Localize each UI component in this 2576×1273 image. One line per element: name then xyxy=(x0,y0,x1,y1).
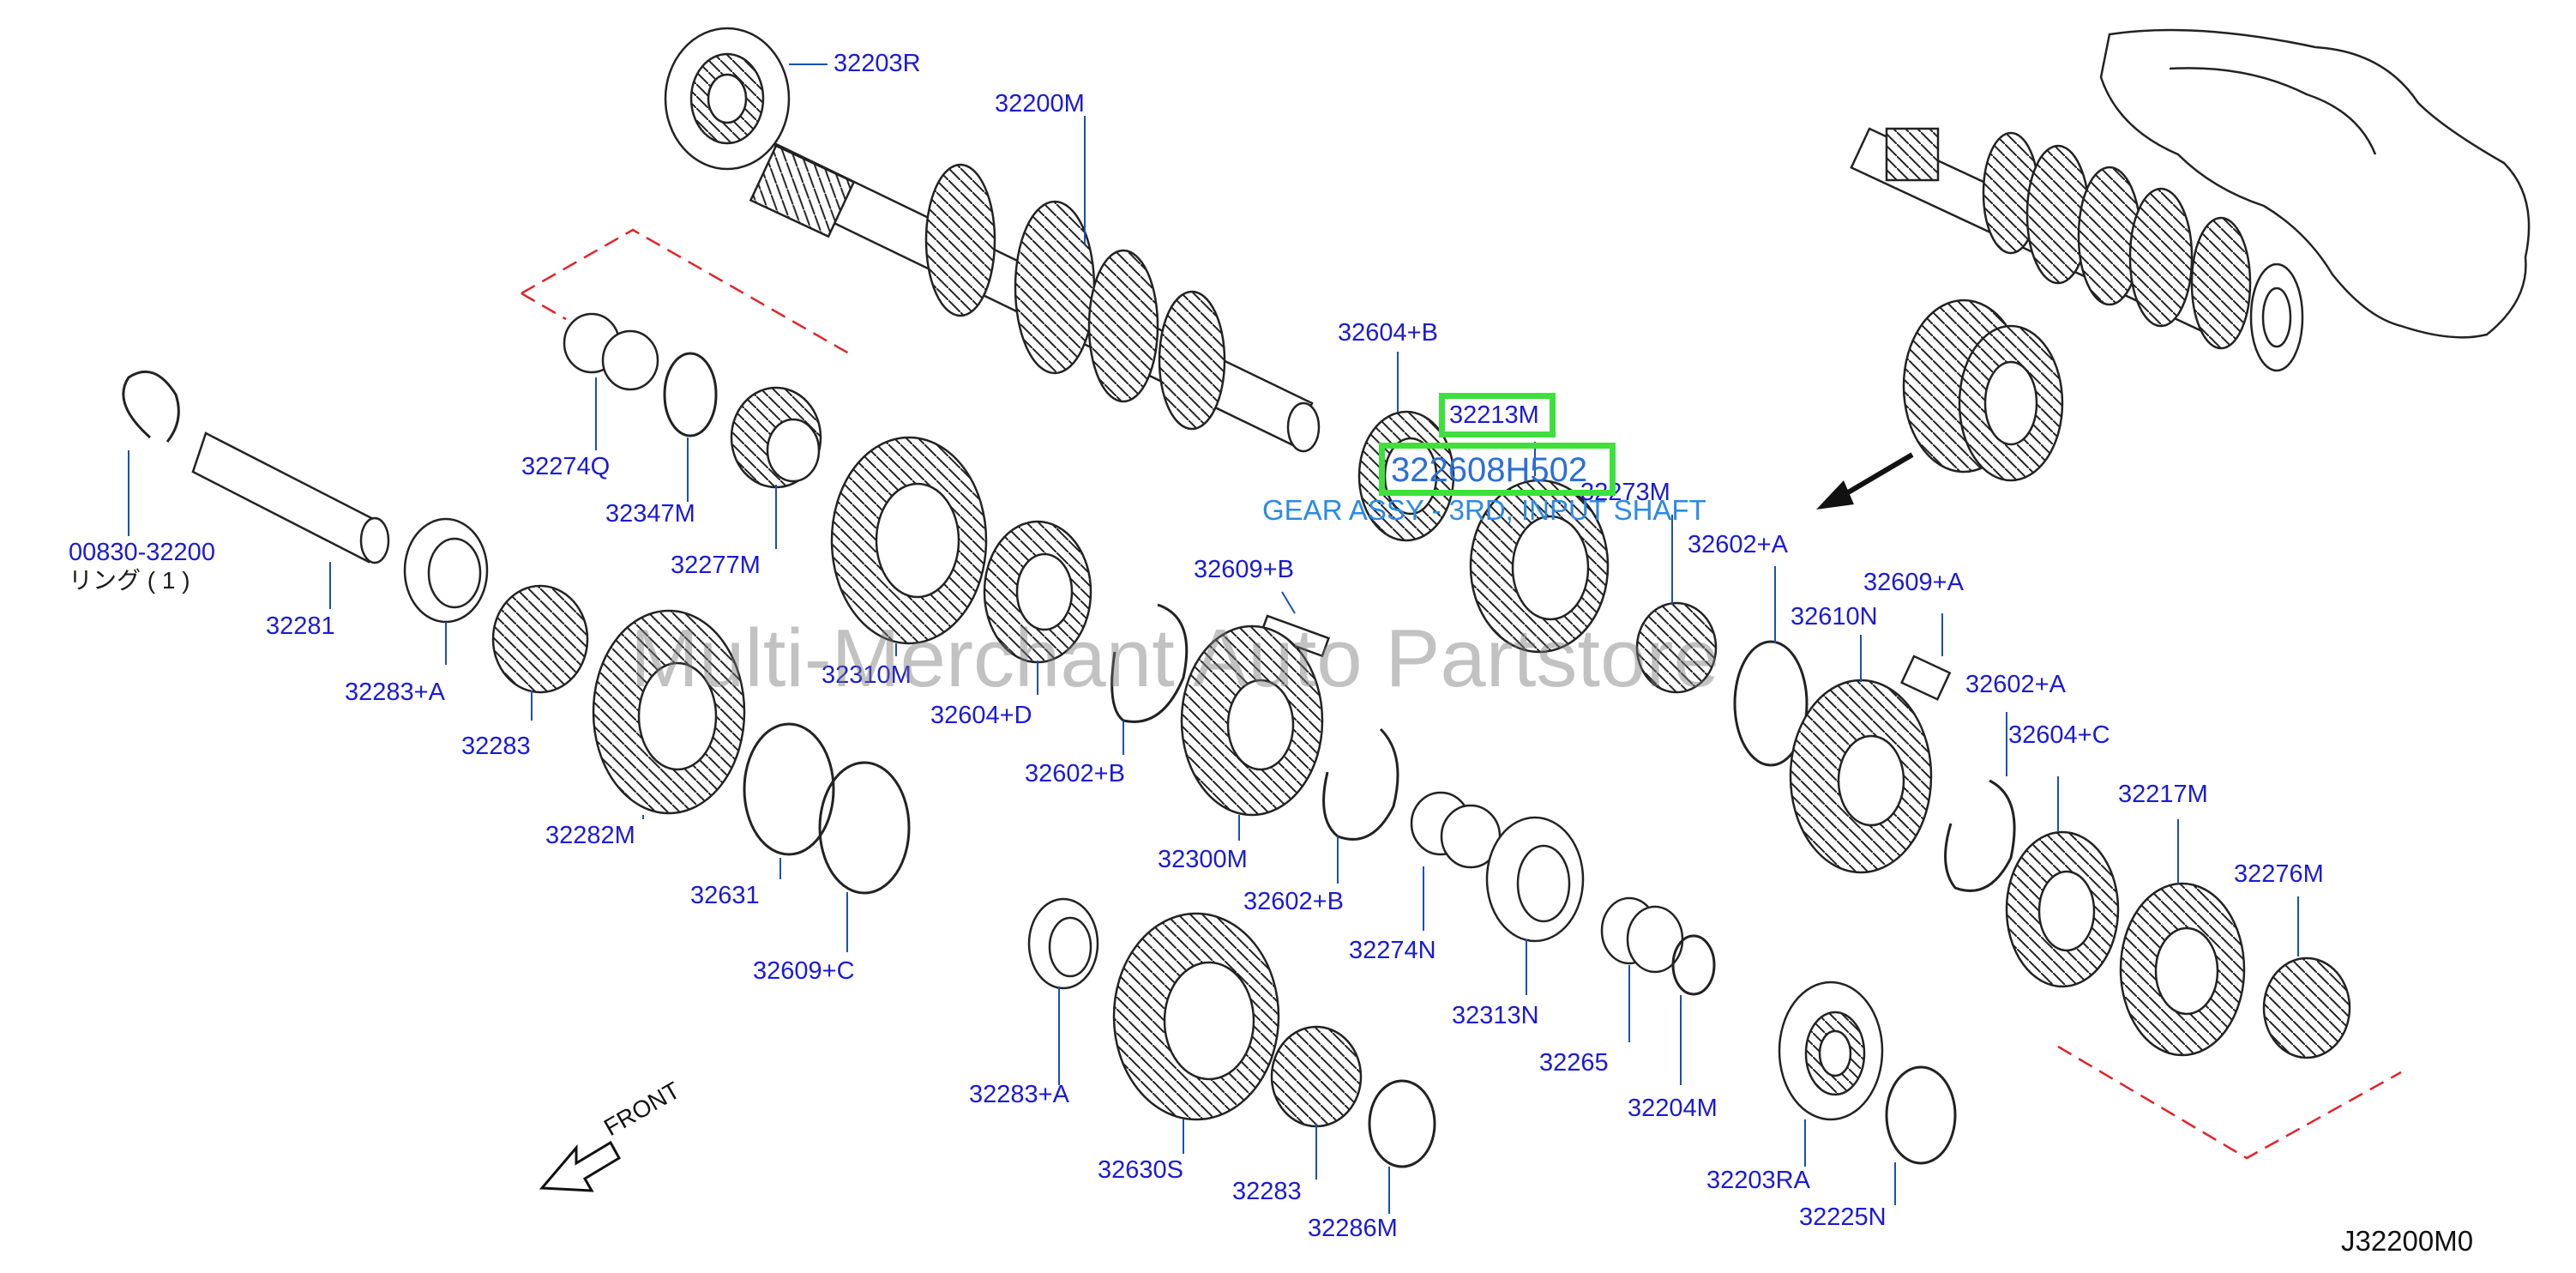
label-32609B[interactable]: 32609+B xyxy=(1194,556,1294,583)
label-32200M[interactable]: 32200M xyxy=(995,90,1085,118)
label-32283A-upper[interactable]: 32283+A xyxy=(345,679,445,706)
snap-ring-32602B-lower xyxy=(1322,727,1399,841)
sleeve-32274Q xyxy=(563,312,659,391)
label-32217M[interactable]: 32217M xyxy=(2118,781,2208,808)
label-32283A-lower[interactable]: 32283+A xyxy=(969,1081,1069,1108)
label-32286M[interactable]: 32286M xyxy=(1308,1215,1398,1242)
label-32604B[interactable]: 32604+B xyxy=(1338,319,1438,347)
label-32274N[interactable]: 32274N xyxy=(1349,937,1436,964)
washer-32225N xyxy=(1885,1065,1957,1165)
leader-lines xyxy=(128,63,2299,1214)
label-32604D[interactable]: 32604+D xyxy=(930,702,1032,729)
watermark: Multi-Merchant Auto Partstore xyxy=(630,612,1719,704)
gear-32630S xyxy=(1112,912,1280,1121)
washer-32347M xyxy=(663,352,718,437)
highlight-box-part xyxy=(1379,443,1616,496)
label-32300M[interactable]: 32300M xyxy=(1158,846,1248,873)
assembled-shaft xyxy=(1850,127,2304,482)
washer-32286M xyxy=(1368,1079,1436,1168)
label-ring-qty: リング ( 1 ) xyxy=(69,567,190,594)
label-32277M[interactable]: 32277M xyxy=(671,552,761,579)
label-32274Q[interactable]: 32274Q xyxy=(521,453,611,480)
gear-32217M xyxy=(2119,882,2246,1057)
label-32281[interactable]: 32281 xyxy=(266,612,335,640)
highlighted-part-number[interactable]: 322608H502 xyxy=(1391,451,1588,489)
label-32602B-lower[interactable]: 32602+B xyxy=(1243,888,1344,915)
label-32282M[interactable]: 32282M xyxy=(545,822,635,849)
label-32313N[interactable]: 32313N xyxy=(1452,1002,1539,1029)
front-arrow-icon xyxy=(539,1140,622,1192)
label-32610N[interactable]: 32610N xyxy=(1791,603,1878,630)
label-00830-32200[interactable]: 00830-32200 xyxy=(69,539,215,566)
label-32203R[interactable]: 32203R xyxy=(834,50,921,77)
label-32283-upper[interactable]: 32283 xyxy=(461,733,531,760)
label-32604C[interactable]: 32604+C xyxy=(2008,721,2110,749)
key-32609A xyxy=(1899,655,1952,701)
needle-bearing-32283-lower xyxy=(1270,1025,1363,1128)
hub-32604D xyxy=(983,520,1092,664)
snap-ring-32602A-lower xyxy=(1944,779,2016,892)
gear-322608H502 xyxy=(1469,479,1610,654)
needle-bearing-32276M xyxy=(2262,956,2351,1059)
input-shaft xyxy=(749,142,1321,453)
label-32204M[interactable]: 32204M xyxy=(1628,1095,1718,1122)
label-32609C[interactable]: 32609+C xyxy=(753,957,855,985)
ring-32609C xyxy=(818,761,911,895)
label-32347M[interactable]: 32347M xyxy=(605,500,695,528)
label-32203RA[interactable]: 32203RA xyxy=(1706,1167,1810,1194)
label-32283-lower[interactable]: 32283 xyxy=(1232,1178,1302,1205)
label-32276M[interactable]: 32276M xyxy=(2234,860,2324,888)
highlight-box-ref xyxy=(1439,393,1556,437)
label-32631[interactable]: 32631 xyxy=(690,882,760,909)
snap-ring-32602B-upper xyxy=(1110,603,1189,723)
direction-arrow xyxy=(1816,452,1914,510)
seal-32283A xyxy=(403,517,489,624)
diagram-code: J32200M0 xyxy=(2341,1225,2474,1257)
label-32609A[interactable]: 32609+A xyxy=(1863,569,1964,596)
label-32265[interactable]: 32265 xyxy=(1539,1049,1609,1077)
label-32602B-upper[interactable]: 32602+B xyxy=(1025,760,1125,787)
ring-32631 xyxy=(743,722,835,856)
label-32225N[interactable]: 32225N xyxy=(1799,1204,1887,1231)
seal-32283A-lower xyxy=(1027,897,1099,990)
needle-bearing-32283 xyxy=(491,584,589,694)
housing-outline xyxy=(2099,28,2531,339)
part-description-tooltip: GEAR ASSY - 3RD, INPUT SHAFT xyxy=(1262,494,1706,526)
needle-bearing-32277M xyxy=(730,386,822,489)
label-32310M[interactable]: 32310M xyxy=(822,661,912,689)
label-32602A-lower[interactable]: 32602+A xyxy=(1965,671,2066,698)
ring-32204M xyxy=(1671,934,1716,996)
gear-32282M xyxy=(592,609,746,815)
snap-ring xyxy=(122,370,180,443)
hub-32604C xyxy=(2005,830,2120,988)
pin-32281 xyxy=(191,431,390,564)
dashed-bracket-right xyxy=(2057,1045,2402,1160)
cone-32313N xyxy=(1485,816,1585,943)
gear-32610N xyxy=(1789,679,1933,874)
label-32630S[interactable]: 32630S xyxy=(1098,1156,1183,1184)
needle-bearing-32273M xyxy=(1635,601,1718,694)
snap-ring-32602A-upper xyxy=(1733,640,1809,767)
gear-32300M xyxy=(1180,624,1324,817)
sleeve-32274N xyxy=(1410,791,1502,869)
dashed-bracket-left xyxy=(521,228,850,355)
label-32213M[interactable]: 32213M xyxy=(1449,401,1539,429)
bearing-32203R xyxy=(664,27,791,171)
gear-32310M xyxy=(830,436,988,645)
collar-32265 xyxy=(1600,896,1684,974)
bearing-32203RA xyxy=(1778,980,1884,1121)
label-32602A-upper[interactable]: 32602+A xyxy=(1688,531,1788,558)
